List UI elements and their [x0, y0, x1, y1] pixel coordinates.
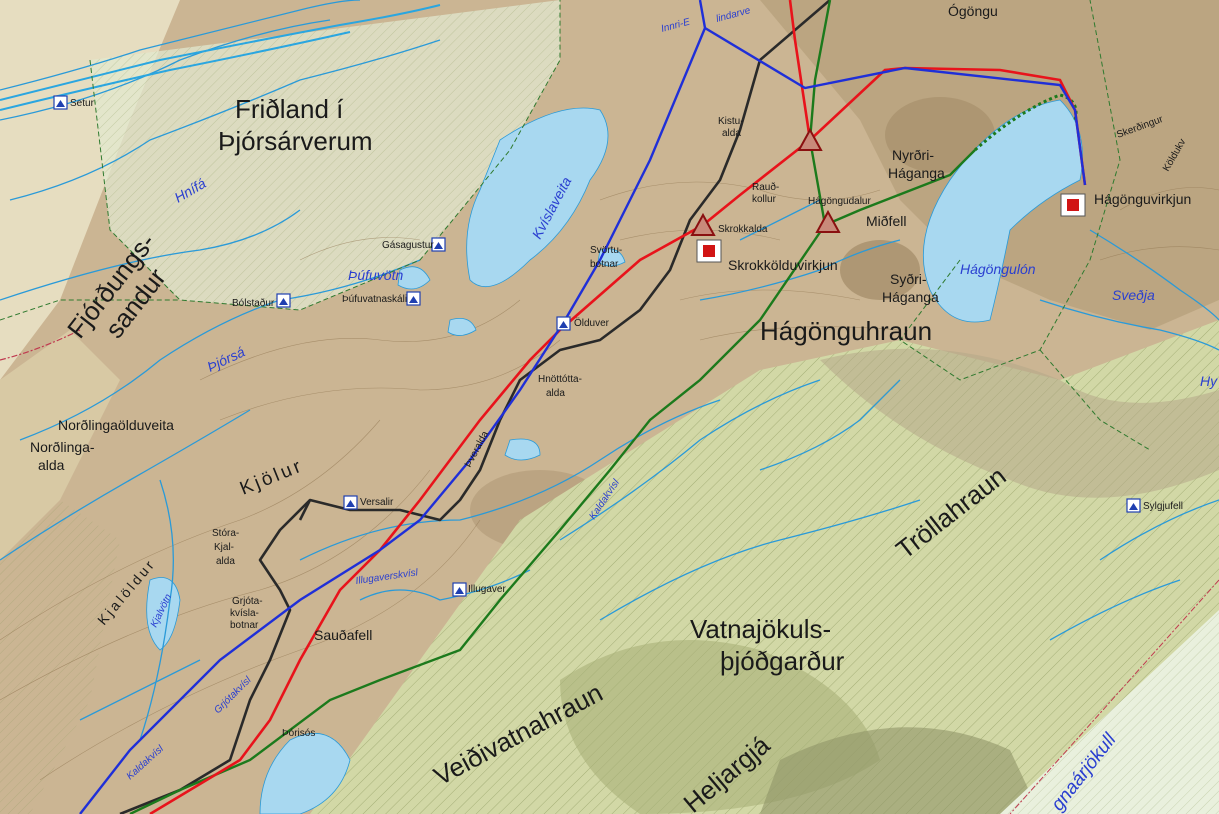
- label-setur: Setur: [70, 98, 95, 109]
- substations: [690, 127, 841, 236]
- label-stora-3: alda: [216, 556, 235, 567]
- label-vatnajokuls-2: þjóðgarður: [720, 646, 845, 676]
- label-fridland-2: Þjórsárverum: [218, 126, 373, 156]
- label-hagonguhraun: Hágönguhraun: [760, 316, 932, 346]
- label-kistu-2: alda: [722, 128, 741, 139]
- label-hnottotta-2: alda: [546, 388, 565, 399]
- power-plant-square-icon[interactable]: [696, 239, 722, 263]
- label-svortu-2: botnar: [590, 259, 619, 270]
- label-svortu-1: Svörtu-: [590, 245, 622, 256]
- small-lake-4: [447, 317, 477, 336]
- label-olduver: Ölduver: [574, 317, 610, 329]
- highland-patch-2: [840, 240, 920, 300]
- hagongulon-lake: [922, 99, 1083, 323]
- mountain-hut-icon[interactable]: [406, 291, 421, 306]
- label-thufuvotn: Þúfuvötn: [348, 267, 403, 283]
- label-sydri-2: Háganga: [882, 289, 939, 305]
- label-porisos: Þórisós: [282, 728, 315, 739]
- label-versalir: Versalir: [360, 497, 394, 508]
- label-hnottotta-1: Hnöttótta-: [538, 374, 582, 385]
- label-nordlinga-2: alda: [38, 457, 65, 473]
- triangle-station-icon[interactable]: [815, 209, 841, 233]
- kjalvotn-lake: [146, 577, 181, 651]
- label-hagongulon: Hágöngulón: [960, 261, 1036, 277]
- hagonguhraun-lava: [820, 348, 1219, 498]
- label-vatnajokuls-1: Vatnajökuls-: [690, 614, 831, 644]
- label-nordlinga-1: Norðlinga-: [30, 439, 95, 455]
- label-hagonguvirkjun: Hágönguvirkjun: [1094, 191, 1191, 207]
- label-stora-1: Stóra-: [212, 528, 239, 539]
- label-bolstadur: Bólstaður: [232, 297, 275, 309]
- glacier-hatch: [1000, 610, 1219, 814]
- mountain-hut-icon[interactable]: [431, 237, 446, 252]
- huts: [53, 95, 1141, 597]
- rivers: [0, 0, 1219, 741]
- label-nordlingaolduveita: Norðlingaölduveita: [58, 417, 174, 433]
- lakes: [146, 99, 1083, 814]
- road-branch-versalir: [298, 499, 312, 521]
- label-sveðja: Sveðja: [1112, 287, 1155, 303]
- lowland-west-2: [0, 330, 120, 560]
- label-stora-2: Kjal-: [214, 542, 234, 553]
- west-hatch: [0, 500, 120, 814]
- label-illugaver: Illugaver: [468, 584, 506, 595]
- park-dark-patch-2: [760, 727, 1040, 814]
- route-blue: [79, 0, 1087, 814]
- label-thufuvatnaskali: Þúfuvatnaskáli: [342, 294, 407, 305]
- kvislaveita-lake: [466, 107, 609, 288]
- country-border: [0, 329, 81, 361]
- mountain-hut-icon[interactable]: [452, 582, 467, 597]
- porisvatn-lake: [259, 732, 351, 814]
- label-fridland-1: Friðland í: [235, 94, 344, 124]
- label-skrokkolduvirkjun: Skrokkölduvirkjun: [728, 257, 838, 273]
- mountain-hut-icon[interactable]: [1126, 498, 1141, 513]
- contour-lines: [0, 181, 1219, 781]
- small-lake-1: [504, 438, 541, 461]
- label-hagongudalur: Hágöngudalur: [808, 196, 871, 207]
- label-grjota-1: Grjóta-: [232, 596, 263, 607]
- label-nyrdri-2: Háganga: [888, 165, 945, 181]
- mountain-hut-icon[interactable]: [53, 95, 68, 110]
- label-saudafell: Sauðafell: [314, 627, 372, 643]
- label-kistu-1: Kistu-: [718, 116, 744, 127]
- road-kjolur: [119, 0, 831, 814]
- label-raud-2: kollur: [752, 194, 777, 205]
- label-hy: Hy: [1200, 373, 1218, 389]
- small-lake-2: [397, 266, 431, 290]
- label-ogongu: Ógöngu: [948, 3, 998, 19]
- label-gasagustur: Gásagustur: [382, 240, 434, 251]
- highland-patch-1: [885, 97, 995, 173]
- boundaries: [0, 0, 1151, 451]
- label-midfell: Miðfell: [866, 213, 906, 229]
- label-nyrdri-1: Nyrðri-: [892, 147, 934, 163]
- power-plant-square-icon[interactable]: [1060, 193, 1086, 217]
- label-grjota-3: botnar: [230, 620, 259, 631]
- roads: [119, 0, 831, 814]
- mountain-hut-icon[interactable]: [343, 495, 358, 510]
- label-raud-1: Rauð-: [752, 181, 779, 193]
- triangle-station-icon[interactable]: [690, 212, 716, 236]
- label-grjota-2: kvísla-: [230, 608, 259, 619]
- label-sylgjufell: Sylgjufell: [1143, 501, 1183, 512]
- mountain-hut-icon[interactable]: [276, 293, 291, 308]
- label-skrokkalda: Skrokkalda: [718, 224, 768, 235]
- glacier-boundary: [1009, 579, 1219, 814]
- route-green-dotted: [974, 93, 1078, 152]
- triangle-station-icon[interactable]: [797, 127, 823, 151]
- label-sydri-1: Syðri-: [890, 271, 927, 287]
- mountain-hut-icon[interactable]: [556, 316, 571, 331]
